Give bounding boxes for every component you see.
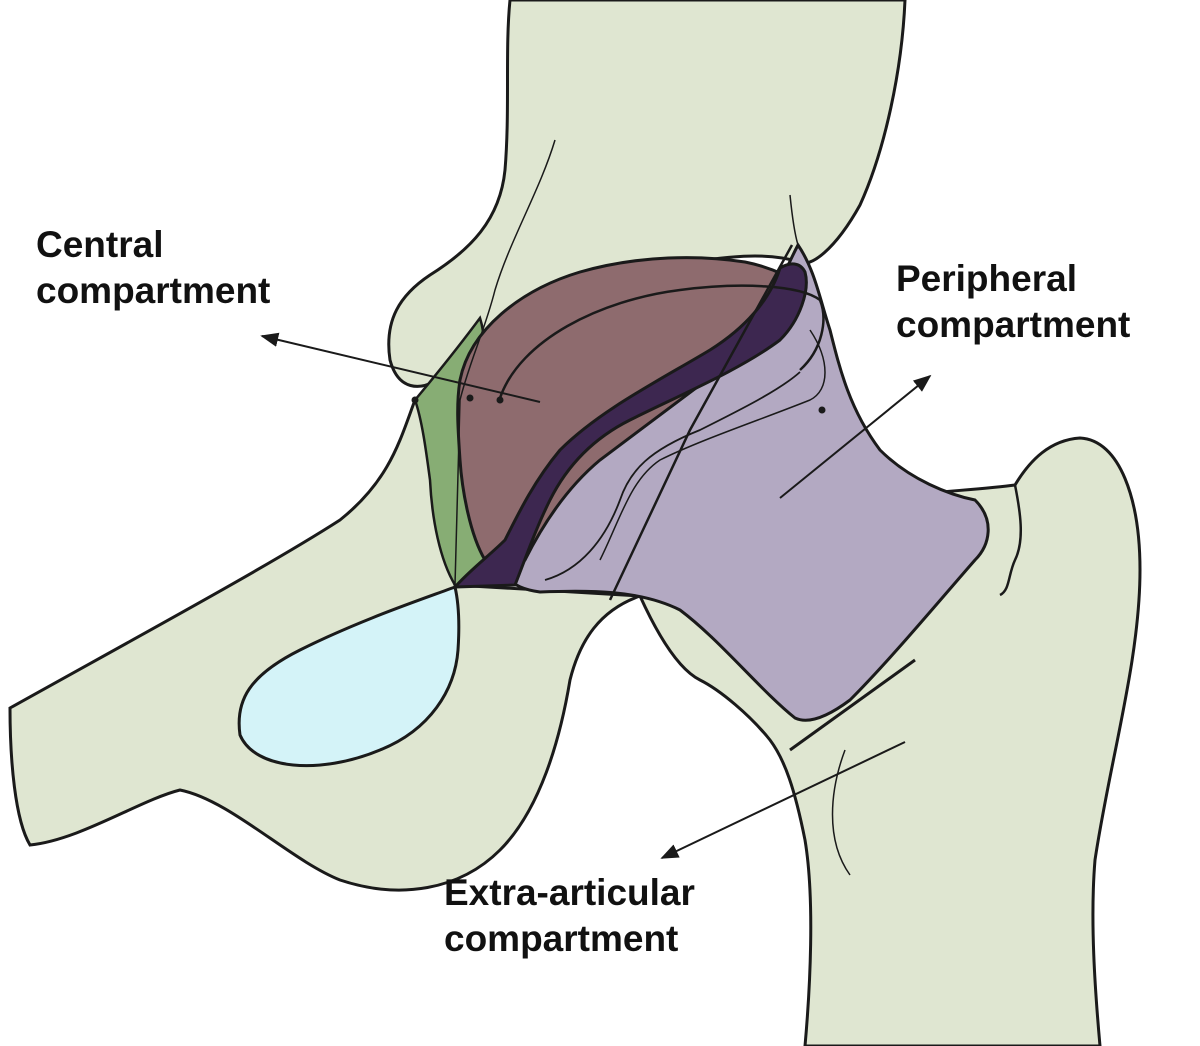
central-pointer-arrow: [260, 332, 541, 403]
trochanter-contour: [999, 484, 1023, 597]
ilium-line-2: [789, 194, 799, 246]
central-compartment-label: Central compartment: [36, 222, 270, 314]
shaft-line: [831, 749, 851, 876]
capsule-line: [608, 244, 794, 601]
central-label-line-2: compartment: [36, 270, 271, 311]
central-label-line-1: Central: [36, 224, 164, 265]
peripheral-compartment-label: Peripheral compartment: [896, 256, 1130, 348]
neck-contour-outer: [599, 329, 826, 561]
extra-articular-compartment-label: Extra-articular compartment: [444, 870, 695, 962]
attachment-dot: [496, 396, 504, 404]
obturator-foramen: [237, 584, 461, 768]
attachment-dot: [466, 394, 474, 402]
extra-articular-label-line-2: compartment: [444, 918, 679, 959]
extra-articular-pointer-arrow: [660, 741, 906, 859]
peripheral-pointer-arrow: [779, 374, 932, 499]
capsule-insertion-line: [789, 658, 916, 752]
attachment-dot: [411, 396, 419, 404]
neck-contour: [544, 371, 801, 581]
head-contour-inner: [498, 284, 825, 399]
ilium-line: [454, 139, 556, 586]
peripheral-label-line-1: Peripheral: [896, 258, 1077, 299]
attachment-dot: [818, 406, 826, 414]
labrum: [451, 262, 808, 589]
extra-articular-label-line-1: Extra-articular: [444, 872, 695, 913]
peripheral-label-line-2: compartment: [896, 304, 1131, 345]
